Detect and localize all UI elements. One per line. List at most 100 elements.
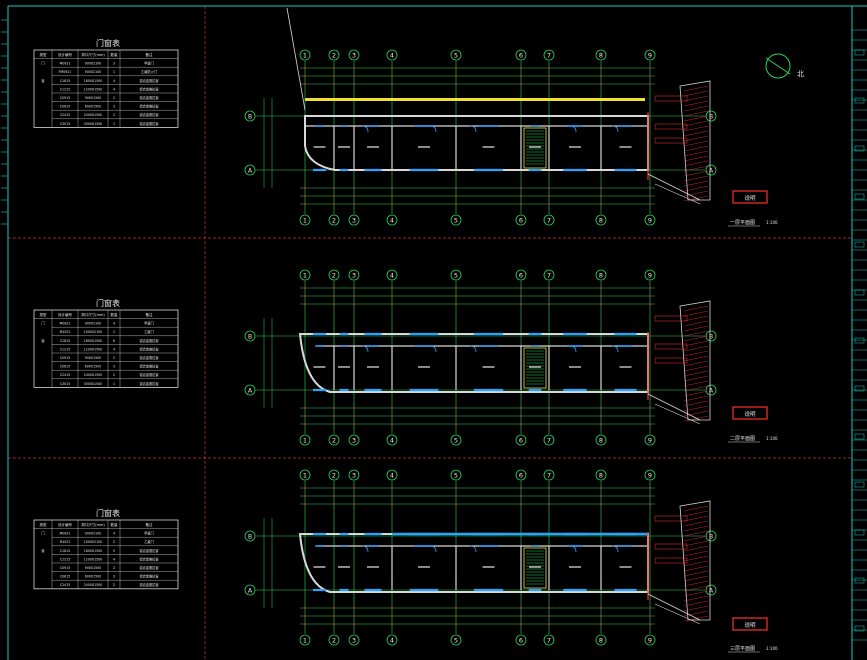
grid-axis-label: B (709, 334, 713, 341)
grid-axis-label: A (248, 168, 253, 175)
grid-axis-bubble (299, 49, 311, 61)
grid-axis-bubble (299, 469, 311, 481)
table-cell: 900X2100 (85, 62, 101, 66)
room-label-mark (338, 146, 350, 148)
staircase (523, 547, 547, 589)
table-cell: 铝合金推拉窗 (139, 582, 158, 587)
table-cell: 铝合金推拉窗 (139, 104, 158, 109)
grid-axis-label: A (709, 388, 714, 395)
slope-hatch (683, 340, 709, 347)
table-cell: 乙级防火门 (141, 69, 157, 74)
grid-axis-bubble (595, 269, 607, 281)
table-cell: 3 (113, 62, 115, 66)
grid-axis-bubble (348, 49, 360, 61)
table-cell: 2400X1500 (84, 583, 102, 587)
slope-hatch (683, 355, 709, 362)
grid-axis-bubble (705, 164, 717, 176)
table-cell: 3000X1500 (84, 122, 102, 126)
grid-axis-label: 2 (332, 272, 336, 280)
door-swing (469, 545, 477, 553)
grid-axis-bubble (328, 49, 340, 61)
annotation-leader (654, 95, 688, 102)
grid-axis-bubble (328, 469, 340, 481)
grid-axis-label: 8 (599, 217, 603, 225)
title-block-cell (854, 49, 865, 56)
table-cell: 3 (113, 365, 115, 369)
grid-axis-label: 3 (352, 217, 356, 225)
slope-hatch (683, 100, 709, 107)
slope-hatch (683, 570, 709, 577)
grid-axis-bubble (705, 330, 717, 342)
grid-axis-label: 3 (352, 272, 356, 280)
door-swing (469, 125, 477, 133)
slope-hatch (683, 185, 709, 192)
grid-axis-bubble (543, 269, 555, 281)
grid-axis-label: 9 (648, 637, 652, 645)
slope-hatch (683, 360, 709, 367)
table-cell: 铝合金推拉窗 (139, 112, 158, 117)
slope-hatch (683, 180, 709, 187)
table-title: 门窗表 (96, 38, 120, 48)
table-cell: 甲级门 (144, 61, 154, 66)
table-cell: C2415 (60, 113, 70, 117)
table-cell: 铝合金推拉窗 (139, 338, 158, 343)
north-arrow-label: 北 (797, 70, 804, 78)
table-header-cell: 设计编号 (58, 312, 72, 317)
grid-axis-bubble (450, 49, 462, 61)
retaining-slope (679, 80, 711, 201)
grid-axis-bubble (595, 49, 607, 61)
grid-axis-label: 7 (547, 52, 551, 60)
grid-axis-bubble (386, 214, 398, 226)
grid-axis-bubble (244, 530, 256, 542)
slope-hatch (683, 600, 709, 607)
grid-axis-label: 6 (519, 272, 523, 280)
grid-axis-bubble (543, 49, 555, 61)
retaining-slope (679, 500, 711, 621)
title-block-cell (854, 145, 865, 152)
table-cell: C1215 (60, 557, 70, 561)
table-cell: 2400X1500 (84, 373, 102, 377)
table-cell: 600X1500 (85, 575, 101, 579)
grid-axis-bubble (450, 634, 462, 646)
room-label-mark (529, 146, 541, 148)
title-block-cell (854, 241, 865, 248)
grid-axis-bubble (348, 434, 360, 446)
table-cell: 1200X1500 (84, 347, 102, 351)
ramp-line (647, 393, 701, 421)
room-label-mark (418, 366, 430, 368)
table-cell: 1200X1500 (84, 557, 102, 561)
grid-axis-label: 3 (352, 637, 356, 645)
title-block-cell (854, 625, 865, 632)
grid-axis-bubble (386, 434, 398, 446)
grid-axis-label: 9 (648, 272, 652, 280)
room-label-mark (529, 366, 541, 368)
grid-axis-bubble (543, 634, 555, 646)
grid-axis-label: B (709, 534, 713, 541)
grid-axis-bubble (644, 434, 656, 446)
slope-hatch (683, 555, 709, 562)
slope-hatch (683, 105, 709, 112)
table-cell: C0615 (60, 365, 70, 369)
slope-hatch (683, 90, 709, 97)
table-cell: 门 (41, 321, 44, 326)
plan-scale: 1:100 (766, 646, 778, 651)
slope-hatch (683, 95, 709, 102)
slope-hatch (683, 195, 709, 202)
grid-axis-label: 1 (303, 272, 307, 280)
grid-axis-label: 1 (303, 472, 307, 480)
grid-axis-label: 5 (454, 272, 458, 280)
slope-hatch (683, 415, 709, 422)
slope-hatch (683, 155, 709, 162)
room-label-mark (482, 146, 495, 148)
slope-hatch (683, 310, 709, 317)
grid-axis-label: 5 (454, 437, 458, 445)
grid-axis-bubble (348, 634, 360, 646)
slope-hatch (683, 565, 709, 572)
slope-hatch (683, 305, 709, 312)
table-cell: 3000X1500 (84, 382, 102, 386)
grid-axis-bubble (515, 49, 527, 61)
grid-axis-bubble (595, 214, 607, 226)
slope-hatch (683, 110, 709, 117)
table-cell: 铝合金推拉窗 (139, 121, 158, 126)
